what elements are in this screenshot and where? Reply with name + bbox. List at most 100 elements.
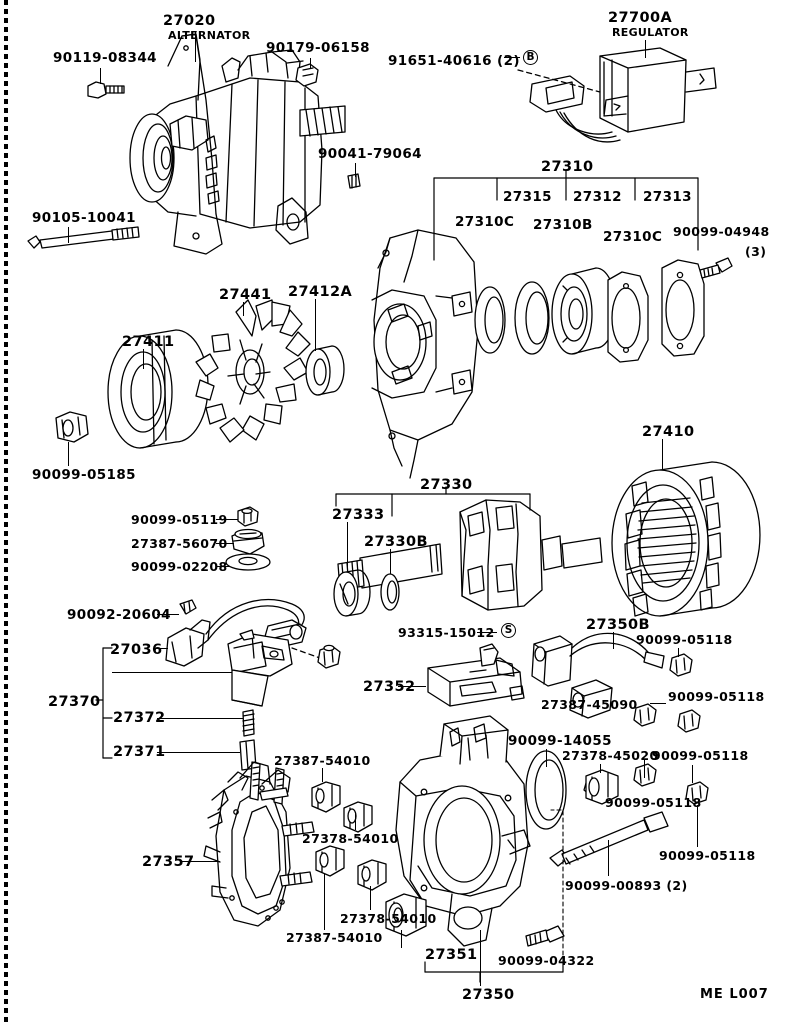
part-label-bearing-27312: 27312: [573, 189, 622, 205]
frame-27310c-right-art: [661, 259, 705, 357]
part-label-bolt-90099-00893: 90099-00893 (2): [565, 878, 688, 893]
nut-90179-06158-art: [295, 63, 319, 87]
leader-90099-05185: [68, 442, 69, 466]
leader-93315-15012: [477, 632, 497, 633]
brush-holder-assembly-art: [165, 598, 341, 771]
bearing-27312-art: [551, 267, 617, 355]
part-label-lead-wire-27036: 27036: [110, 642, 163, 658]
insulator-cluster-art: [311, 781, 427, 931]
leader-27357: [180, 861, 220, 862]
part-label-frame-27310b: 27310B: [533, 217, 593, 233]
part-label-rectifier-holder-27357: 27357: [142, 854, 195, 870]
part-label-nut-90099-05185: 90099-05185: [32, 467, 136, 483]
leader-90041-79064: [355, 163, 356, 177]
leader-27412a: [315, 299, 316, 351]
part-label-regulator: 27700A: [608, 10, 673, 26]
leader-90119-08344: [100, 68, 101, 84]
leader-90099-02208: [216, 566, 230, 567]
part-label-screw-90092-20604: 90092-20604: [67, 607, 171, 623]
fan-27441-art: [195, 299, 311, 443]
part-label-brush-holder-group-27370: 27370: [48, 694, 101, 710]
drive-end-frame-art: [371, 229, 479, 479]
part-label-insulator-27378-54010-b: 27378-54010: [340, 911, 437, 926]
cover-27352-art: [427, 643, 525, 707]
part-label-alternator-caption: ALTERNATOR: [168, 29, 251, 42]
part-label-drive-end-frame-group: 27310: [541, 159, 594, 175]
part-label-screw-90099-14055: 90099-14055: [508, 733, 612, 749]
part-label-bolt-90105-10041: 90105-10041: [32, 210, 136, 226]
alternator-assembly-art: [129, 33, 346, 255]
oring-27330b-art: [380, 573, 400, 611]
bearing-27333-art: [333, 569, 371, 617]
leader-90099-05118-e: [697, 805, 698, 847]
part-label-cover-27352: 27352: [363, 679, 416, 695]
part-label-frame-27310c-left: 27310C: [455, 214, 515, 230]
regulator-art: [517, 47, 717, 143]
leader-90099-05119: [216, 519, 238, 520]
part-label-insulator-27387-54010-a: 27387-54010: [274, 753, 371, 768]
part-label-screw-93315-15012: 93315-15012: [398, 625, 495, 640]
rectifier-holder-27357-art: [203, 761, 315, 927]
leader-27352: [398, 686, 426, 687]
screw-90099-04322-art: [525, 925, 565, 947]
leader-27333: [347, 522, 348, 572]
part-label-rotor-group-27330: 27330: [420, 477, 473, 493]
screw-90099-04948-art: [699, 257, 733, 279]
oil-seal-27315-art: [474, 286, 506, 354]
part-label-nut-90099-05118-b: 90099-05118: [668, 689, 765, 704]
part-label-rear-end-frame-27350: 27350: [462, 987, 515, 1003]
mark-bolt-ref-mark-b: B: [523, 50, 538, 65]
part-label-spring-27372: 27372: [113, 710, 166, 726]
part-label-bolt-90119-08344: 90119-08344: [53, 50, 157, 66]
leader-27350: [480, 930, 481, 986]
leader-27378-45020: [600, 764, 601, 773]
sheet-code: ME L007: [700, 987, 769, 1002]
part-label-nut-90099-05118-a: 90099-05118: [636, 632, 733, 647]
part-label-insulator-27387-54010-b: 27387-54010: [286, 930, 383, 945]
leader-90099-04322: [550, 809, 564, 963]
spacer-27412a-art: [305, 345, 345, 396]
nut-cluster-art: [583, 653, 709, 805]
part-label-bolt-91651-40616: 91651-40616 (2): [388, 53, 520, 69]
leader-90099-14055: [546, 749, 547, 767]
mark-screw-ref-mark-s: S: [501, 623, 516, 638]
part-label-regulator-caption: REGULATOR: [612, 26, 689, 39]
part-label-frame-27310c-right: 27310C: [603, 229, 663, 245]
bolt-90119-08344-art: [87, 81, 125, 99]
part-label-screw-90099-04948: 90099-04948: [673, 224, 770, 239]
leader-27700a: [645, 40, 646, 58]
part-label-spacer-27412a: 27412A: [288, 284, 353, 300]
leader-27410: [662, 439, 663, 469]
leader-27378-54010-b: [370, 886, 371, 910]
nut-90099-05185-art: [55, 411, 89, 443]
part-label-oring-27330b: 27330B: [364, 534, 428, 550]
leader-27350b: [613, 632, 614, 649]
bolt-90099-00893-art: [549, 811, 669, 867]
leader-90099-05118-a: [678, 648, 679, 657]
part-label-fan-27441: 27441: [219, 287, 272, 303]
part-label-terminal-27350b: 27350B: [586, 617, 650, 633]
part-label-nut-90099-05119: 90099-05119: [131, 512, 228, 527]
leader-27371: [157, 752, 240, 753]
leader-90105-10041: [68, 227, 69, 243]
part-label-insulator-27378-45020: 27378-45020: [562, 748, 659, 763]
bolt-90105-10041-art: [27, 226, 140, 249]
leader-27330b: [390, 549, 391, 574]
ring-27310b-art: [514, 281, 550, 355]
part-label-insulator-27378-54010-a: 27378-54010: [302, 831, 399, 846]
bolt-90041-79064-art: [347, 173, 361, 189]
leader-91651-40616: [504, 57, 520, 58]
part-label-bearing-27333: 27333: [332, 507, 385, 523]
part-label-stator-27410: 27410: [642, 424, 695, 440]
leader-27036: [154, 648, 168, 649]
part-label-nut-90099-05118-c: 90099-05118: [652, 748, 749, 763]
leader-27387-54010-a: [322, 768, 323, 782]
leader-90179-06158: [310, 58, 311, 68]
leader-27441: [243, 302, 244, 316]
small-parts-column-art: [225, 506, 271, 571]
leader-27370-body: [112, 672, 232, 673]
part-label-pulley-27411: 27411: [122, 334, 175, 350]
retainer-27313-art: [607, 271, 649, 363]
part-label-nut-90179-06158: 90179-06158: [266, 40, 370, 56]
part-label-nut-90099-05118-d: 90099-05118: [605, 795, 702, 810]
